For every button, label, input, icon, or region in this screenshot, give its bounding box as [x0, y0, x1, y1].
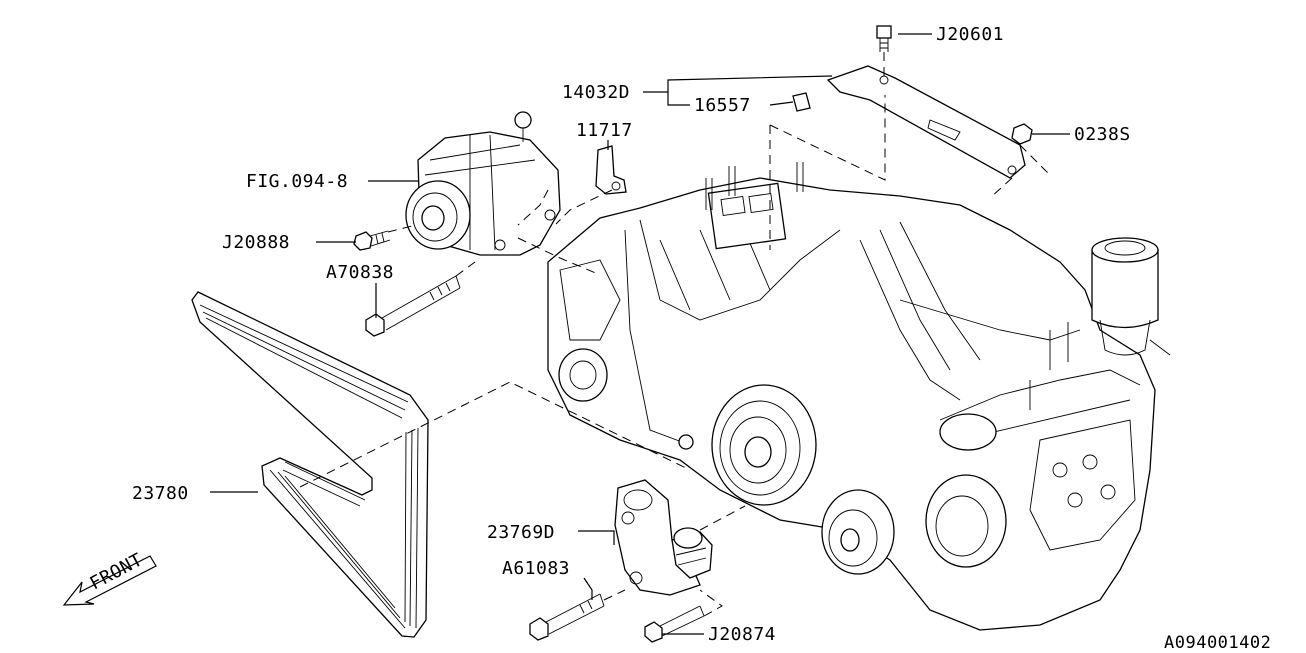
nut-0238s	[1011, 123, 1033, 145]
label-a70838: A70838	[326, 262, 394, 283]
label-fig-094-8: FIG.094-8	[246, 171, 348, 192]
assembly-lines	[299, 52, 1051, 617]
label-j20601: J20601	[936, 24, 1004, 45]
label-14032d: 14032D	[562, 82, 630, 103]
belt-23780	[191, 291, 429, 638]
label-23780: 23780	[132, 483, 189, 504]
bolt-j20601	[876, 25, 892, 52]
label-front: FRONT	[86, 549, 146, 594]
front-arrow	[62, 555, 157, 606]
label-a61083: A61083	[502, 558, 570, 579]
diagram-id: A094001402	[1164, 633, 1271, 653]
bolt-j20874	[644, 605, 705, 643]
label-16557: 16557	[694, 95, 751, 116]
label-23769d: 23769D	[487, 522, 555, 543]
label-j20874: J20874	[708, 624, 776, 645]
bolt-a70838	[365, 275, 461, 337]
alternator	[405, 111, 561, 256]
label-11717: 11717	[576, 120, 633, 141]
sensor-11717	[595, 145, 627, 195]
clip-16557	[792, 92, 811, 112]
leader-lines	[210, 33, 1070, 635]
bracket-14032d	[826, 65, 1026, 179]
label-j20888: J20888	[222, 232, 290, 253]
tensioner-23769d	[614, 479, 713, 596]
bolt-j20888	[353, 230, 391, 251]
engine-block	[547, 162, 1171, 631]
label-0238s: 0238S	[1074, 124, 1131, 145]
bolt-a61083	[529, 593, 605, 641]
